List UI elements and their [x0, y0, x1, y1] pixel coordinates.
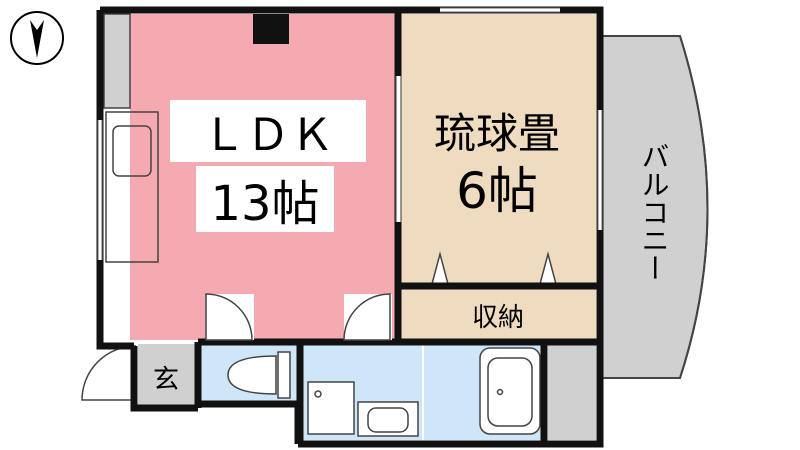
kitchen-counter — [105, 111, 159, 263]
entrance-label: 玄 — [153, 365, 179, 395]
ldk-size: 13帖 — [210, 176, 319, 232]
tatami-label: 琉球畳 6帖 — [434, 109, 560, 220]
shaft-grey — [548, 344, 596, 440]
balcony-label: バルコニー — [638, 142, 671, 282]
pipe-shaft — [253, 14, 289, 44]
tatami-room — [400, 14, 596, 284]
sink-icon — [357, 401, 419, 437]
closet-doors — [431, 251, 557, 285]
balcony — [597, 35, 709, 379]
tatami-name: 琉球畳 — [434, 109, 560, 158]
entrance-door — [81, 345, 137, 401]
bathtub-icon — [479, 347, 541, 435]
ldk-label: ＬＤＫ 13帖 — [170, 100, 366, 232]
toilet-icon — [227, 351, 291, 399]
entrance-area — [138, 344, 198, 408]
windows — [98, 8, 602, 260]
storage-room — [400, 288, 596, 340]
washing-machine-icon — [307, 381, 355, 435]
storage-label: 収納 — [472, 303, 524, 333]
wall-niche — [103, 13, 131, 109]
interior-doors — [205, 293, 392, 341]
tatami-size: 6帖 — [456, 162, 538, 220]
compass-north-arrow-icon — [10, 11, 64, 65]
ldk-name: ＬＤＫ — [202, 110, 334, 161]
sliding-door — [395, 76, 402, 222]
window-lines — [97, 7, 603, 260]
